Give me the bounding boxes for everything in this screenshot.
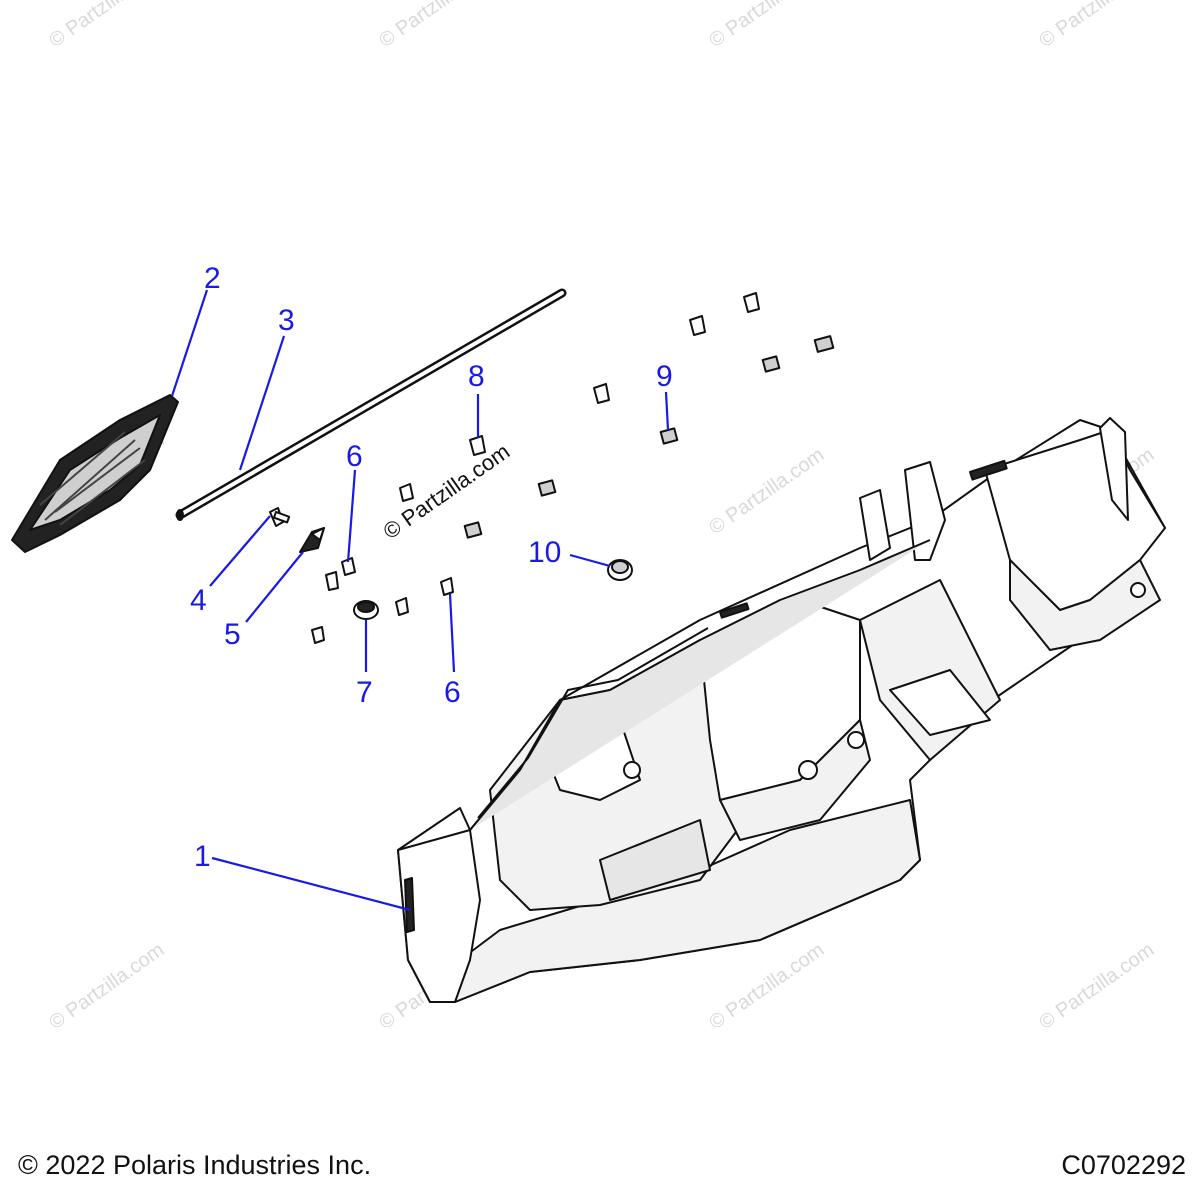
nut-clip-part (463, 335, 835, 539)
push-rivet-part (269, 507, 291, 527)
fastener-screw-part (311, 483, 454, 644)
watermark-text: © Partzilla.com (45, 0, 168, 52)
leader-1 (211, 856, 411, 912)
callout-labels: 1 2 3 4 5 6 6 7 8 9 10 (190, 262, 673, 873)
watermark-text: © Partzilla.com (705, 0, 828, 52)
callout-10: 10 (528, 536, 561, 569)
callout-3: 3 (278, 304, 295, 337)
watermark-text: © Partzilla.com (45, 939, 168, 1034)
leader-6b (448, 593, 456, 673)
plug-cap-part (607, 559, 633, 581)
leader-4 (209, 515, 271, 587)
callout-leaders (170, 289, 670, 912)
callout-2: 2 (204, 262, 221, 295)
leader-2 (170, 289, 209, 397)
leader-6a (346, 469, 357, 563)
vent-grille-part (11, 394, 179, 553)
callout-7: 7 (356, 676, 373, 709)
push-pin-part (469, 292, 760, 456)
grommet-part (353, 600, 379, 620)
leader-9 (664, 391, 670, 431)
leader-5 (245, 551, 304, 623)
watermark-text: © Partzilla.com (1035, 0, 1158, 52)
callout-8: 8 (468, 360, 485, 393)
callout-9: 9 (656, 360, 673, 393)
callout-4: 4 (190, 584, 207, 617)
callout-1: 1 (194, 840, 211, 873)
clip-part (299, 527, 325, 553)
trim-rod-part (175, 288, 567, 521)
watermark-text: © Partzilla.com (705, 444, 828, 539)
callout-6b: 6 (444, 676, 461, 709)
leader-3 (238, 335, 286, 471)
callout-6a: 6 (346, 440, 363, 473)
dash-panel-part (397, 417, 1166, 1003)
watermark-text: © Partzilla.com (705, 939, 828, 1034)
diagram-code: C0702292 (1061, 1150, 1186, 1180)
watermark-center: © Partzilla.com (379, 439, 515, 545)
leader-10 (569, 553, 611, 568)
watermark-text: © Partzilla.com (1035, 939, 1158, 1034)
watermark-text: © Partzilla.com (375, 0, 498, 52)
copyright-text: © 2022 Polaris Industries Inc. (18, 1150, 372, 1180)
callout-5: 5 (224, 618, 241, 651)
